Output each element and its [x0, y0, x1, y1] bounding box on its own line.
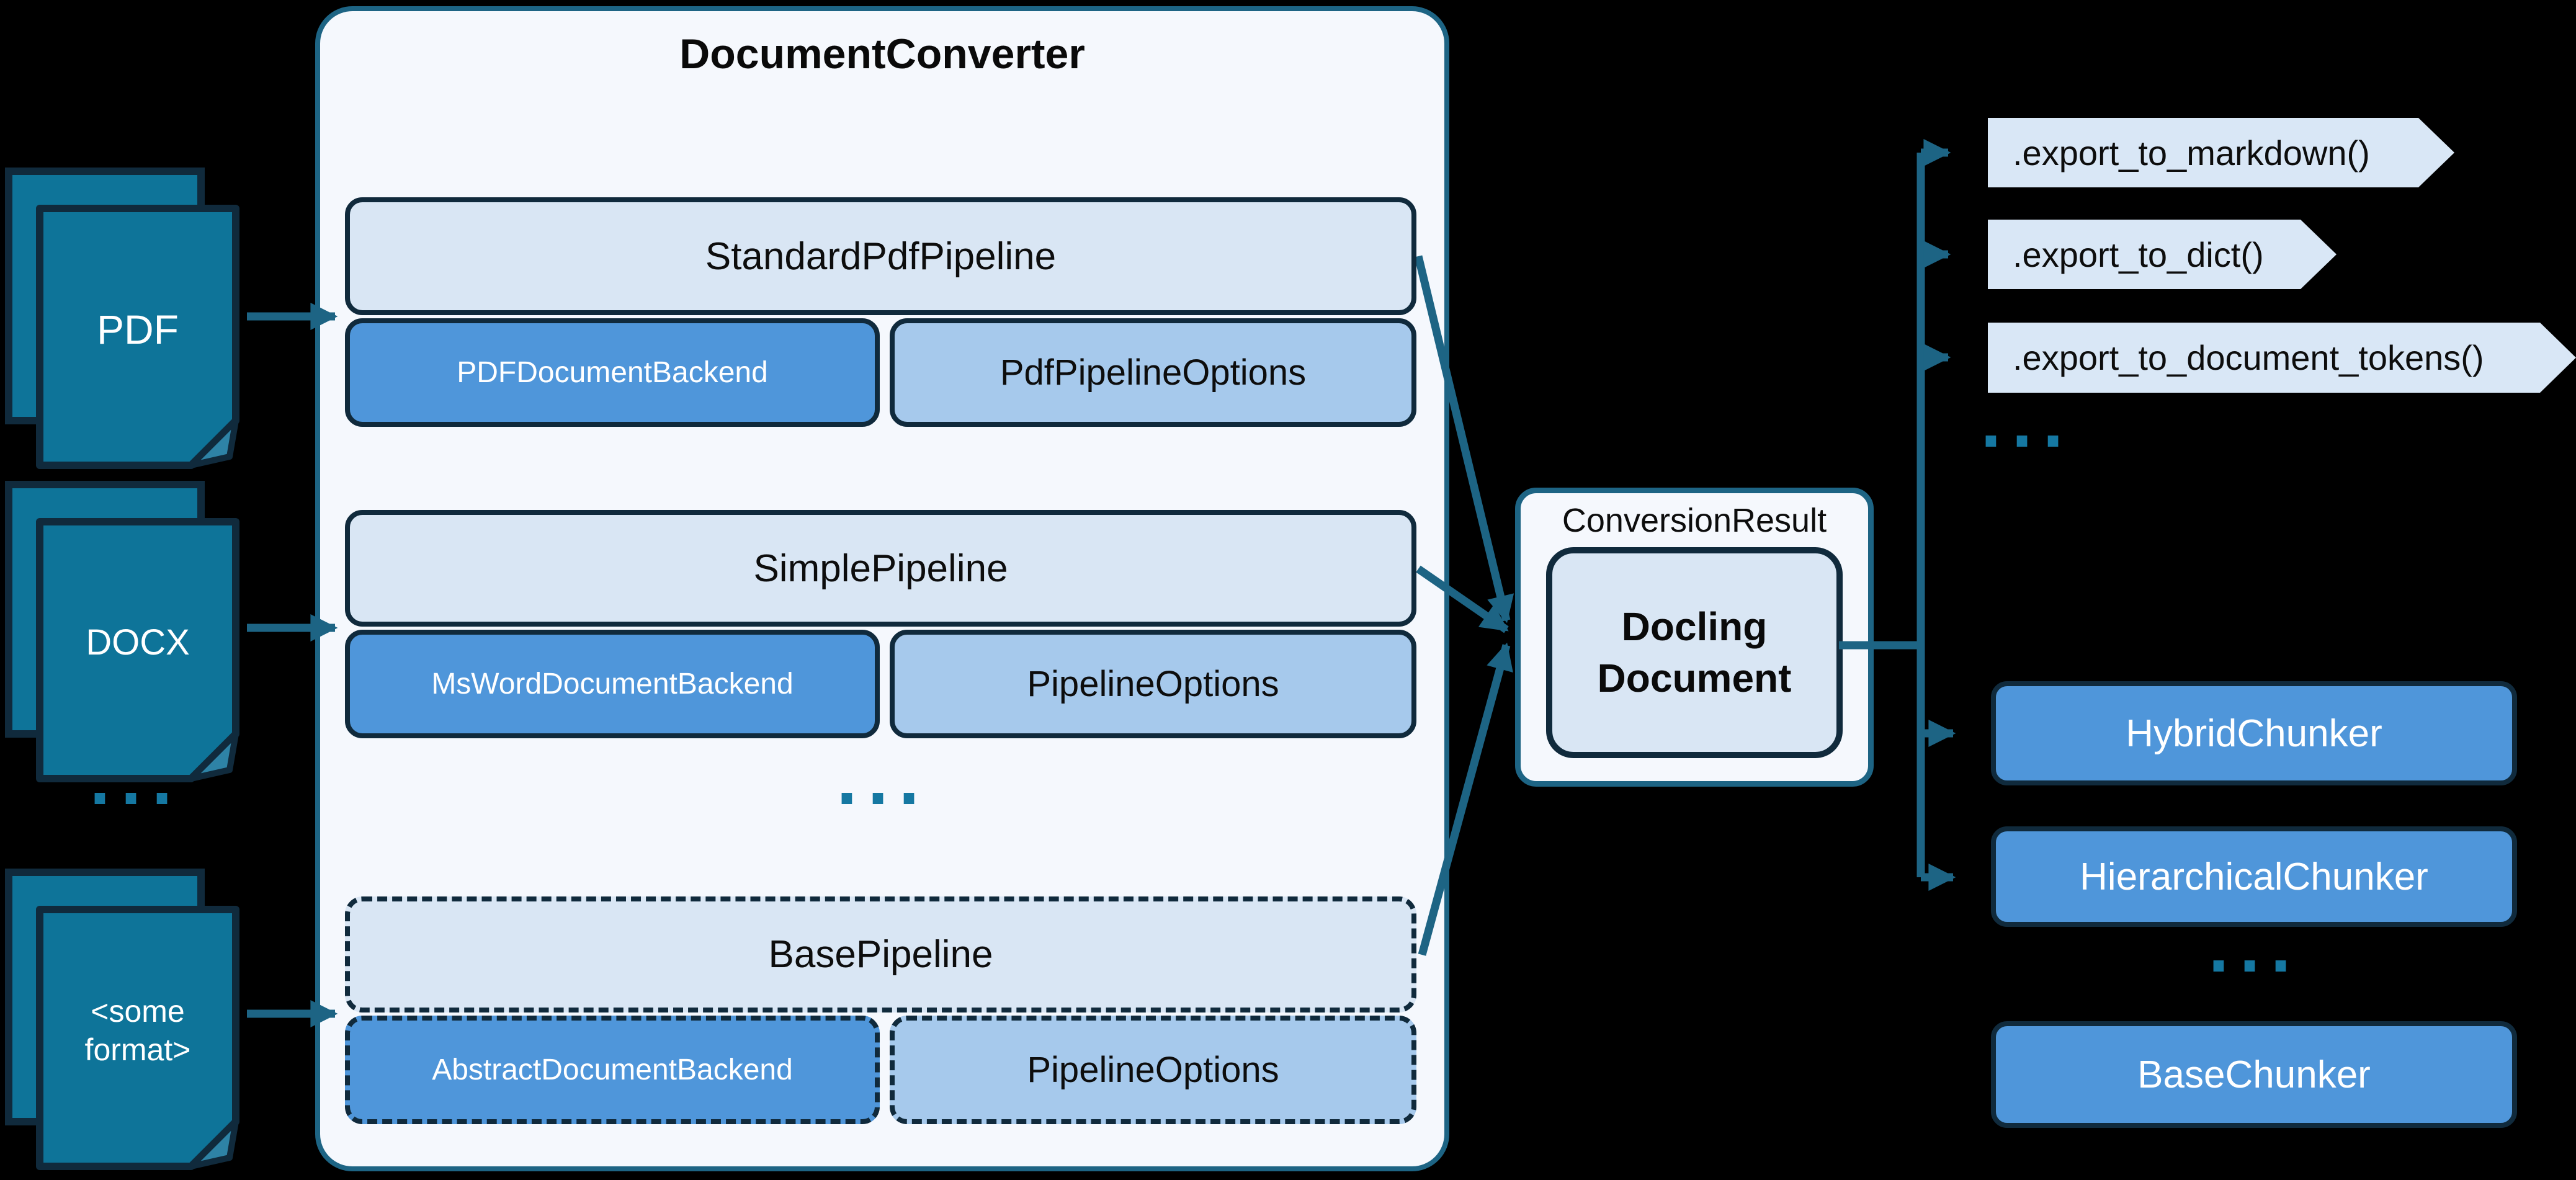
chunker-ellipsis: ...	[2207, 918, 2301, 986]
pipeline-ellipsis: ...	[835, 750, 929, 818]
chunker-base-box: BaseChunker	[1991, 1021, 2517, 1128]
export-tag-dict-label: .export_to_dict()	[2013, 235, 2264, 274]
someformat-line2: format>	[84, 1032, 191, 1067]
export-tag-document-tokens-label: .export_to_document_tokens()	[2013, 338, 2484, 377]
docling-document-line1: Docling	[1621, 604, 1768, 649]
pipeline-base-box: BasePipeline	[345, 896, 1416, 1012]
pipeline-standardpdf-box: StandardPdfPipeline	[345, 197, 1416, 315]
backend-msword-box: MsWordDocumentBackend	[345, 630, 880, 738]
chunker-hierarchical-label: HierarchicalChunker	[2080, 855, 2428, 898]
options-pdfpipeline-label: PdfPipelineOptions	[1000, 352, 1307, 393]
docling-document-line2: Document	[1597, 656, 1792, 700]
backend-abstract-label: AbstractDocumentBackend	[432, 1053, 793, 1086]
options-basepipeline-box: PipelineOptions	[890, 1016, 1416, 1124]
document-stack-icon	[5, 481, 239, 782]
export-tag-markdown: .export_to_markdown()	[1988, 118, 2454, 187]
export-tag-dict: .export_to_dict()	[1988, 220, 2337, 289]
pipeline-simple-box: SimplePipeline	[345, 510, 1416, 627]
export-tag-document-tokens: .export_to_document_tokens()	[1988, 323, 2576, 393]
input-doc-pdf-label: PDF	[97, 306, 179, 352]
export-tag-markdown-label: .export_to_markdown()	[2013, 133, 2370, 172]
pipeline-simple-label: SimplePipeline	[753, 547, 1008, 590]
input-doc-docx-label: DOCX	[86, 622, 190, 663]
backend-msword-label: MsWordDocumentBackend	[431, 668, 794, 700]
export-ellipsis: ...	[1979, 393, 2073, 461]
pipeline-standardpdf-label: StandardPdfPipeline	[705, 235, 1057, 278]
input-doc-docx: DOCX	[5, 481, 247, 785]
options-pdfpipeline-box: PdfPipelineOptions	[890, 318, 1416, 427]
docling-document-box: Docling Document	[1546, 547, 1843, 758]
input-ellipsis: ...	[88, 750, 182, 818]
options-basepipeline-label: PipelineOptions	[1027, 1050, 1279, 1090]
input-doc-pdf: PDF	[5, 168, 247, 472]
input-doc-someformat-label: <some format>	[40, 910, 236, 1151]
conversion-result-label: ConversionResult	[1562, 502, 1827, 539]
backend-abstract-box: AbstractDocumentBackend	[345, 1016, 880, 1124]
document-converter-title: DocumentConverter	[679, 30, 1085, 78]
backend-pdfdocument-label: PDFDocumentBackend	[457, 356, 768, 389]
options-pipeline-box: PipelineOptions	[890, 630, 1416, 738]
someformat-line1: <some	[91, 993, 185, 1029]
chunker-hierarchical-box: HierarchicalChunker	[1991, 826, 2517, 927]
backend-pdfdocument-box: PDFDocumentBackend	[345, 318, 880, 427]
input-doc-someformat: <some format>	[5, 869, 247, 1173]
chunker-hybrid-label: HybridChunker	[2126, 712, 2382, 755]
document-stack-icon	[5, 869, 239, 1170]
chunker-hybrid-box: HybridChunker	[1991, 681, 2517, 785]
pipeline-base-label: BasePipeline	[768, 933, 993, 976]
chunker-base-label: BaseChunker	[2137, 1053, 2371, 1096]
document-stack-icon	[5, 168, 239, 469]
options-pipeline-label: PipelineOptions	[1027, 664, 1279, 704]
